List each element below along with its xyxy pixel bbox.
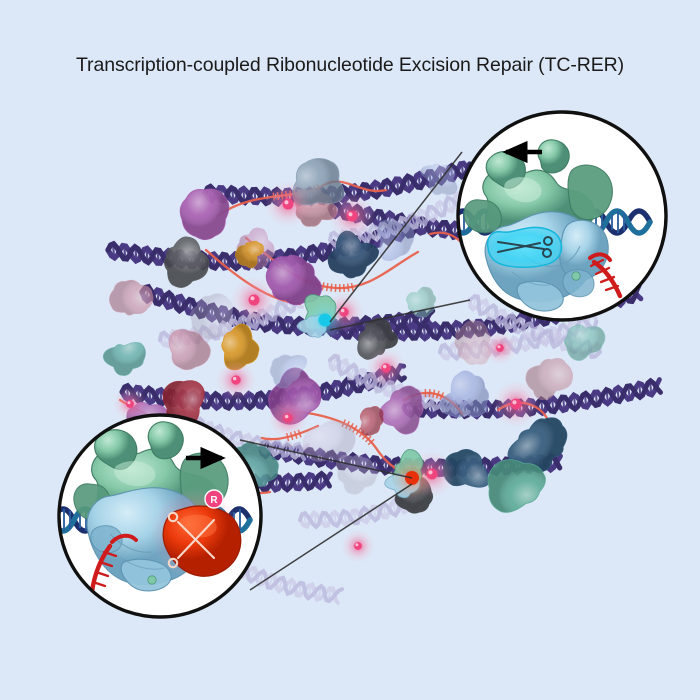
page-title: Transcription-coupled Ribonucleotide Exc…: [75, 54, 625, 76]
inset-tr-active-site: [486, 226, 563, 269]
ribonucleotide-badge: [204, 489, 224, 509]
inset-tr-rna-transcript: [588, 252, 623, 299]
inset-bl-rna-transcript: [89, 533, 138, 595]
inset-bl-ribonucleotide-marker[interactable]: R: [204, 489, 224, 509]
inset-bl-nuclease-surface: [162, 505, 242, 577]
inset-bottom-left[interactable]: R: [52, 413, 263, 619]
scissors-icon: [497, 236, 553, 258]
inset-bottom-left-border: [57, 413, 263, 619]
ribonucleotide-badge-label: R: [210, 495, 218, 506]
inset-top-right[interactable]: [452, 110, 668, 322]
inset-top-right-content: [458, 139, 653, 312]
inset-bottom-left-content: R: [59, 421, 253, 595]
scissors-highlight-patch: [486, 226, 563, 269]
inset-bl-incision-nuclease: [150, 488, 242, 580]
inset-bl-scissors-icon: [167, 511, 216, 569]
inset-top-right-border: [456, 110, 668, 322]
